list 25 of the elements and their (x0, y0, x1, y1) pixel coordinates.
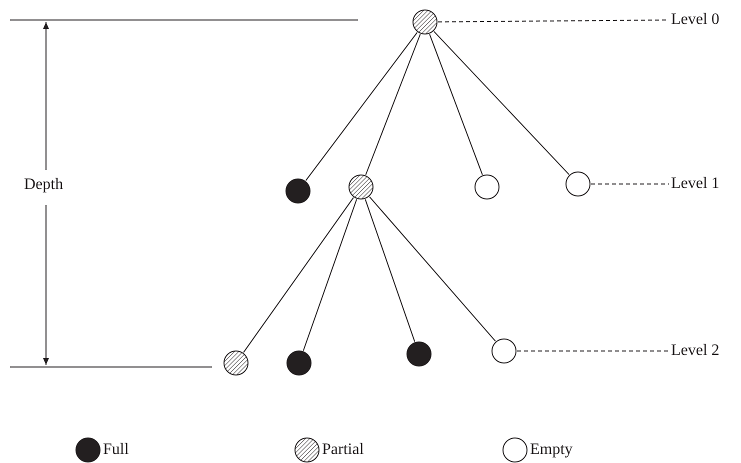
hatched-circle (223, 350, 249, 376)
leader-line (516, 350, 670, 352)
tree-edge (429, 34, 483, 176)
legend-label: Empty (530, 442, 573, 458)
tree-edge (364, 198, 416, 342)
level-label: Level 0 (671, 12, 720, 28)
hatched-circle (412, 9, 438, 35)
filled-circle (286, 350, 312, 376)
dimension-label: Depth (24, 177, 64, 193)
hollow-circle (491, 338, 517, 364)
legend-label: Full (103, 442, 129, 458)
tree-edge (433, 30, 570, 176)
level-label: Level 2 (671, 343, 720, 359)
tree-edge (365, 34, 421, 176)
legend-label: Partial (322, 442, 364, 458)
level-label: Level 1 (671, 176, 720, 192)
hatched-circle (348, 174, 374, 200)
hollow-circle (565, 171, 591, 197)
hollow-circle (474, 174, 500, 200)
filled-circle (406, 341, 432, 367)
tree-edge (302, 198, 358, 352)
tree-edge (369, 196, 496, 342)
filled-circle (285, 178, 311, 204)
tree-edge (243, 197, 354, 353)
tree-edge (305, 32, 418, 182)
